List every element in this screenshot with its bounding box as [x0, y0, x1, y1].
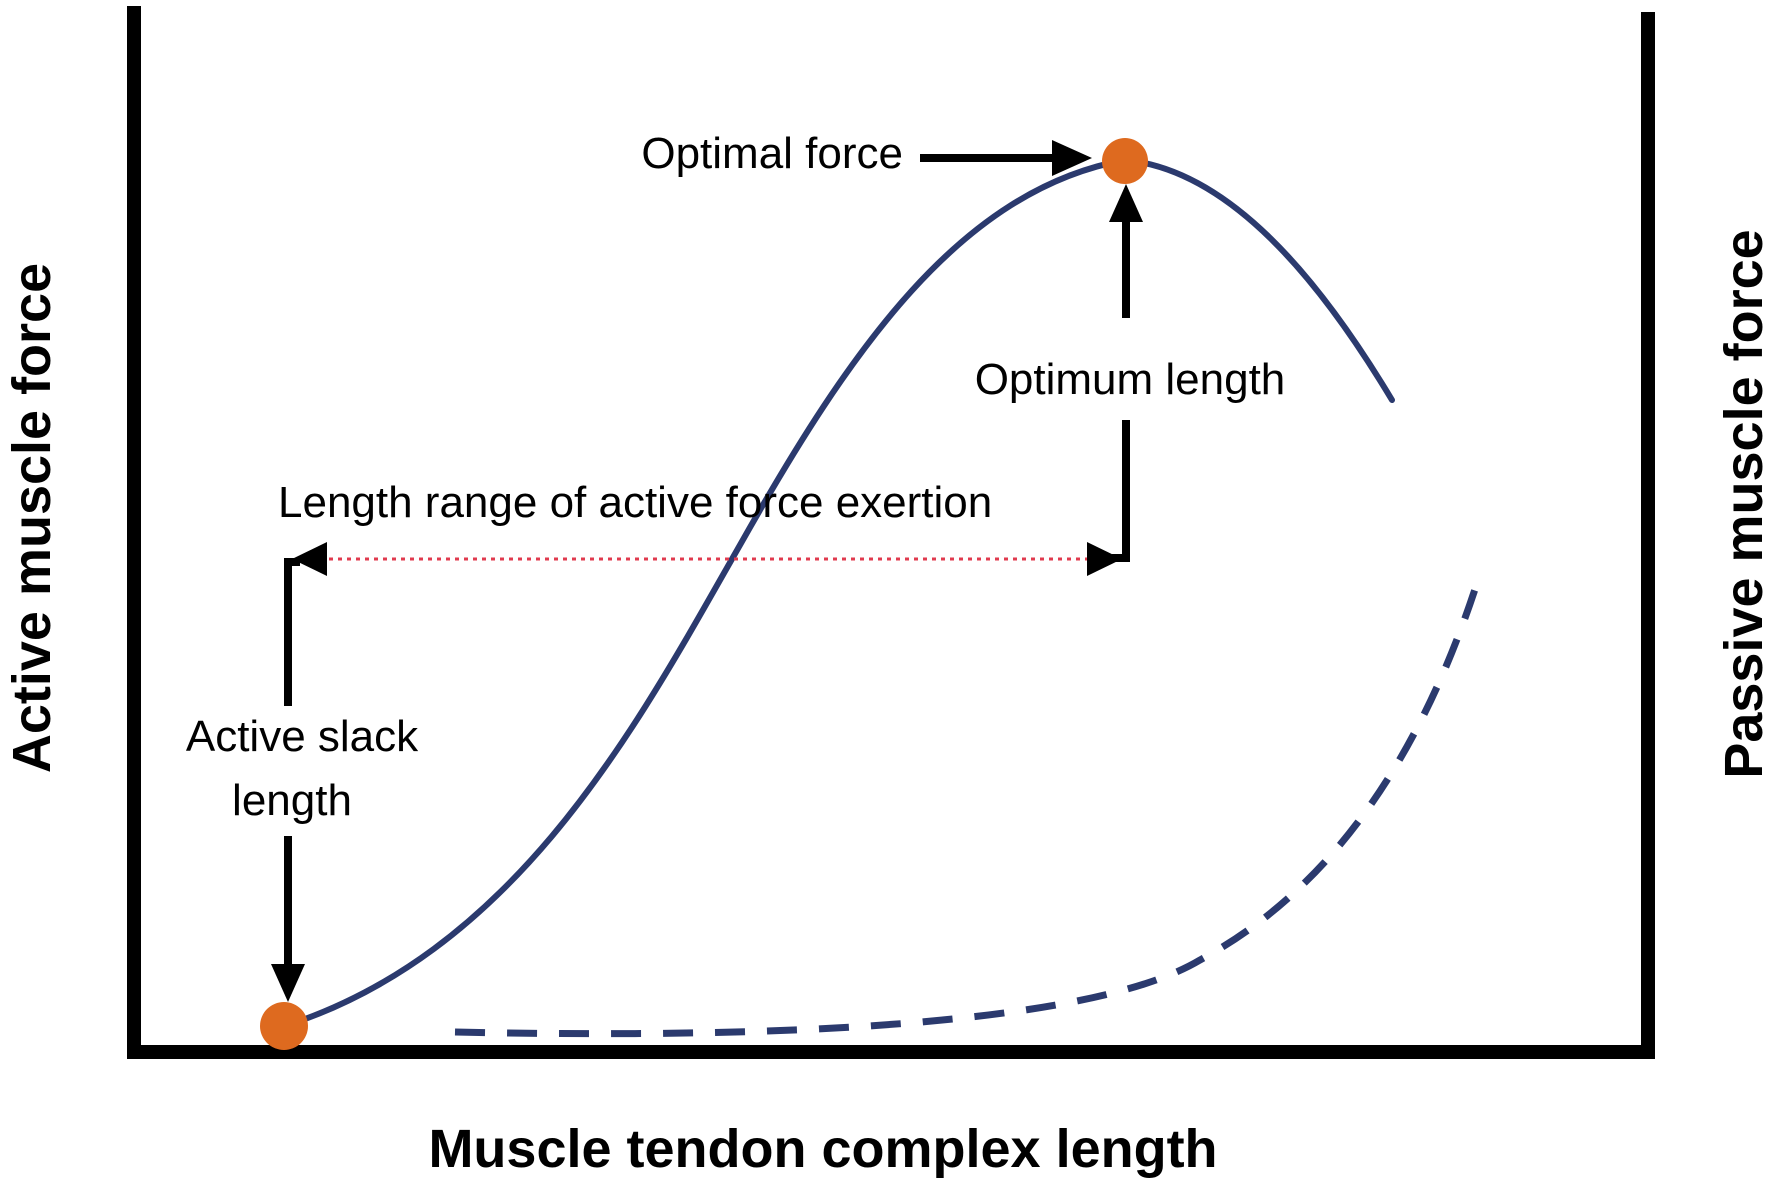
optimum-length-label: Optimum length	[975, 355, 1286, 404]
active-slack-label-line2: length	[232, 776, 352, 825]
active-force-curve	[282, 156, 1395, 1029]
active-slack-marker	[260, 1002, 308, 1050]
bottom-axis-title: Muscle tendon complex length	[428, 1119, 1217, 1179]
range-arrowhead-left	[292, 542, 327, 576]
active-slack-label-line1: Active slack	[186, 712, 419, 761]
range-arrowhead-right	[1087, 542, 1122, 576]
length-range-label: Length range of active force exertion	[278, 478, 992, 527]
optimum-arrowhead-up	[1109, 184, 1143, 222]
right-axis-title: Passive muscle force	[1714, 229, 1772, 778]
optimal-force-arrowhead	[1052, 140, 1092, 176]
left-axis-title: Active muscle force	[2, 263, 62, 773]
optimal-force-label: Optimal force	[641, 129, 903, 178]
slack-arrowhead-down	[271, 964, 305, 1002]
frame	[127, 6, 1655, 1059]
passive-force-curve	[454, 578, 1482, 1038]
optimal-force-marker	[1102, 138, 1148, 184]
